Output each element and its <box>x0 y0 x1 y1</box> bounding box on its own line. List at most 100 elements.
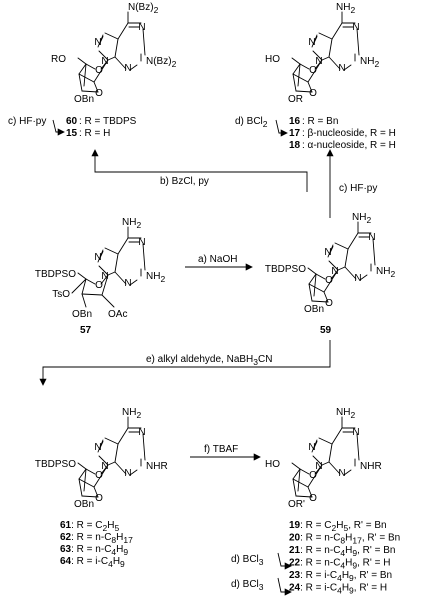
compound-60-structure: N N N N N(Bz)2 N(Bz)2 O RO O OBn <box>51 2 177 105</box>
compound-60-label: c) HF·py 60 : R = TBDPS 15 : R = H <box>8 116 137 139</box>
n9-atom: N <box>101 271 108 282</box>
compound-19-structure: N N N N NH2 NHR O HO O OR' <box>265 407 382 510</box>
nbz2-group: N(Bz)2 <box>146 56 177 69</box>
orp-group: OR' <box>288 499 305 510</box>
n9-atom: N <box>101 56 108 67</box>
n-atom: N <box>94 442 101 453</box>
compound-label-19: 19: R = C2H5, R' = Bn <box>289 520 387 533</box>
obn-group: OBn <box>304 304 324 315</box>
ring-oxygen: O <box>309 470 317 481</box>
oac-group: OAc <box>108 309 127 320</box>
compound-61-structure: N N N N NH2 NHR O TBDPSO O OBn <box>35 407 168 510</box>
n-atom: N <box>94 37 101 48</box>
n-atom: N <box>138 22 145 33</box>
n-atom: N <box>124 468 131 479</box>
or-group: OR <box>288 94 303 105</box>
compound-59-number: 59 <box>320 325 332 336</box>
compound-label-20: 20: R = n-C8H17, R' = Bn <box>289 533 400 546</box>
reagent-b: b) BzCl, py <box>160 176 209 187</box>
nhr-group: NHR <box>146 461 168 472</box>
n-atom: N <box>138 237 145 248</box>
compound-17-number: 17 <box>289 128 301 139</box>
ring-oxygen: O <box>95 65 103 76</box>
compound-60-number: 60 <box>66 116 78 127</box>
nh2-group: NH2 <box>360 56 379 69</box>
compound-18-number: 18 <box>289 140 301 151</box>
ring-oxygen: O <box>325 275 333 286</box>
reagent-c-right: c) HF·py <box>339 183 377 194</box>
tbdpso-group: TBDPSO <box>35 269 76 280</box>
svg-text:d) BCl3: d) BCl3 <box>231 579 264 592</box>
compound-16-label: d) BCl2 16 : R = Bn 17 : β-nucleoside, R… <box>235 116 396 151</box>
ring-oxygen: O <box>95 280 103 291</box>
n9-atom: N <box>315 461 322 472</box>
reagent-d-top: d) BCl2 <box>235 116 268 129</box>
compound-15-desc: : R = H <box>79 128 110 139</box>
nh2-group: NH2 <box>336 2 355 15</box>
nh2-group: NH2 <box>376 266 395 279</box>
obn-group: OBn <box>74 94 94 105</box>
tbdpso-group: TBDPSO <box>35 459 76 470</box>
reagent-d1: d) BCl3 <box>231 552 292 570</box>
obn-group: OBn <box>72 309 92 320</box>
n-atom: N <box>324 247 331 258</box>
compound-label-62: 62: R = n-C8H17 <box>60 532 133 545</box>
n-atom: N <box>354 273 361 284</box>
reagent-d2: d) BCl3 <box>231 577 292 596</box>
compound-18-desc: : α-nucleoside, R = H <box>302 140 396 151</box>
reagent-e: e) alkyl aldehyde, NaBH3CN <box>146 354 272 367</box>
compound-label-22: 22: R = n-C4H9, R' = H <box>289 558 390 571</box>
n-atom: N <box>368 232 375 243</box>
compound-57-number: 57 <box>80 325 92 336</box>
compound-label-61: 61: R = C2H5 <box>60 520 120 533</box>
arrow-b <box>91 149 308 192</box>
compound-17-desc: : β-nucleoside, R = H <box>302 128 396 139</box>
reagent-c-left: c) HF·py <box>8 116 46 127</box>
svg-text:d) BCl3: d) BCl3 <box>231 554 264 567</box>
compound-label-64: 64: R = i-C4H9 <box>60 556 125 569</box>
n-atom: N <box>124 63 131 74</box>
nbz2-group: N(Bz)2 <box>128 2 159 15</box>
compound-59-structure: N N N N NH2 NH2 O TBDPSO O OBn <box>265 212 396 315</box>
bridge-oxygen: O <box>95 493 103 504</box>
arrow-e <box>39 340 331 386</box>
n-atom: N <box>94 252 101 263</box>
nh2-group: NH2 <box>336 407 355 420</box>
compound-label-21: 21: R = n-C4H9, R' = Bn <box>289 545 395 558</box>
n9-atom: N <box>101 461 108 472</box>
n9-atom: N <box>331 266 338 277</box>
bridge-oxygen: O <box>95 88 103 99</box>
bridge-oxygen: O <box>309 88 317 99</box>
ho-group: HO <box>265 54 280 65</box>
nh2-group: NH2 <box>146 271 165 284</box>
nhr-group: NHR <box>360 461 382 472</box>
n9-atom: N <box>315 56 322 67</box>
ho-group: HO <box>265 459 280 470</box>
reagent-a: a) NaOH <box>198 254 237 265</box>
nh2-group: NH2 <box>122 217 141 230</box>
compound-60-desc: : R = TBDPS <box>79 116 137 127</box>
n-atom: N <box>308 442 315 453</box>
compound-16-structure: N N N N NH2 NH2 O HO O OR <box>265 2 379 105</box>
n-atom: N <box>352 427 359 438</box>
n-atom: N <box>338 63 345 74</box>
n-atom: N <box>308 37 315 48</box>
compound-label-24: 24: R = i-C4H9, R' = H <box>289 583 387 596</box>
compound-57-structure: N N N N NH2 NH2 O TBDPSO TsO OBn OAc <box>35 217 166 320</box>
ring-oxygen: O <box>95 470 103 481</box>
compound-16-number: 16 <box>289 116 301 127</box>
n-atom: N <box>352 22 359 33</box>
ro-group: RO <box>51 54 66 65</box>
tbdpso-group: TBDPSO <box>265 264 306 275</box>
nh2-group: NH2 <box>352 212 371 225</box>
obn-group: OBn <box>74 499 94 510</box>
compound-15-number: 15 <box>66 128 78 139</box>
compound-label-23: 23: R = i-C4H9, R' = Bn <box>289 570 392 583</box>
compound-label-63: 63: R = n-C4H9 <box>60 544 128 557</box>
reagent-f: f) TBAF <box>204 444 238 455</box>
bridge-oxygen: O <box>325 298 333 309</box>
ring-oxygen: O <box>309 65 317 76</box>
compound-16-desc: : R = Bn <box>302 116 338 127</box>
n-atom: N <box>338 468 345 479</box>
